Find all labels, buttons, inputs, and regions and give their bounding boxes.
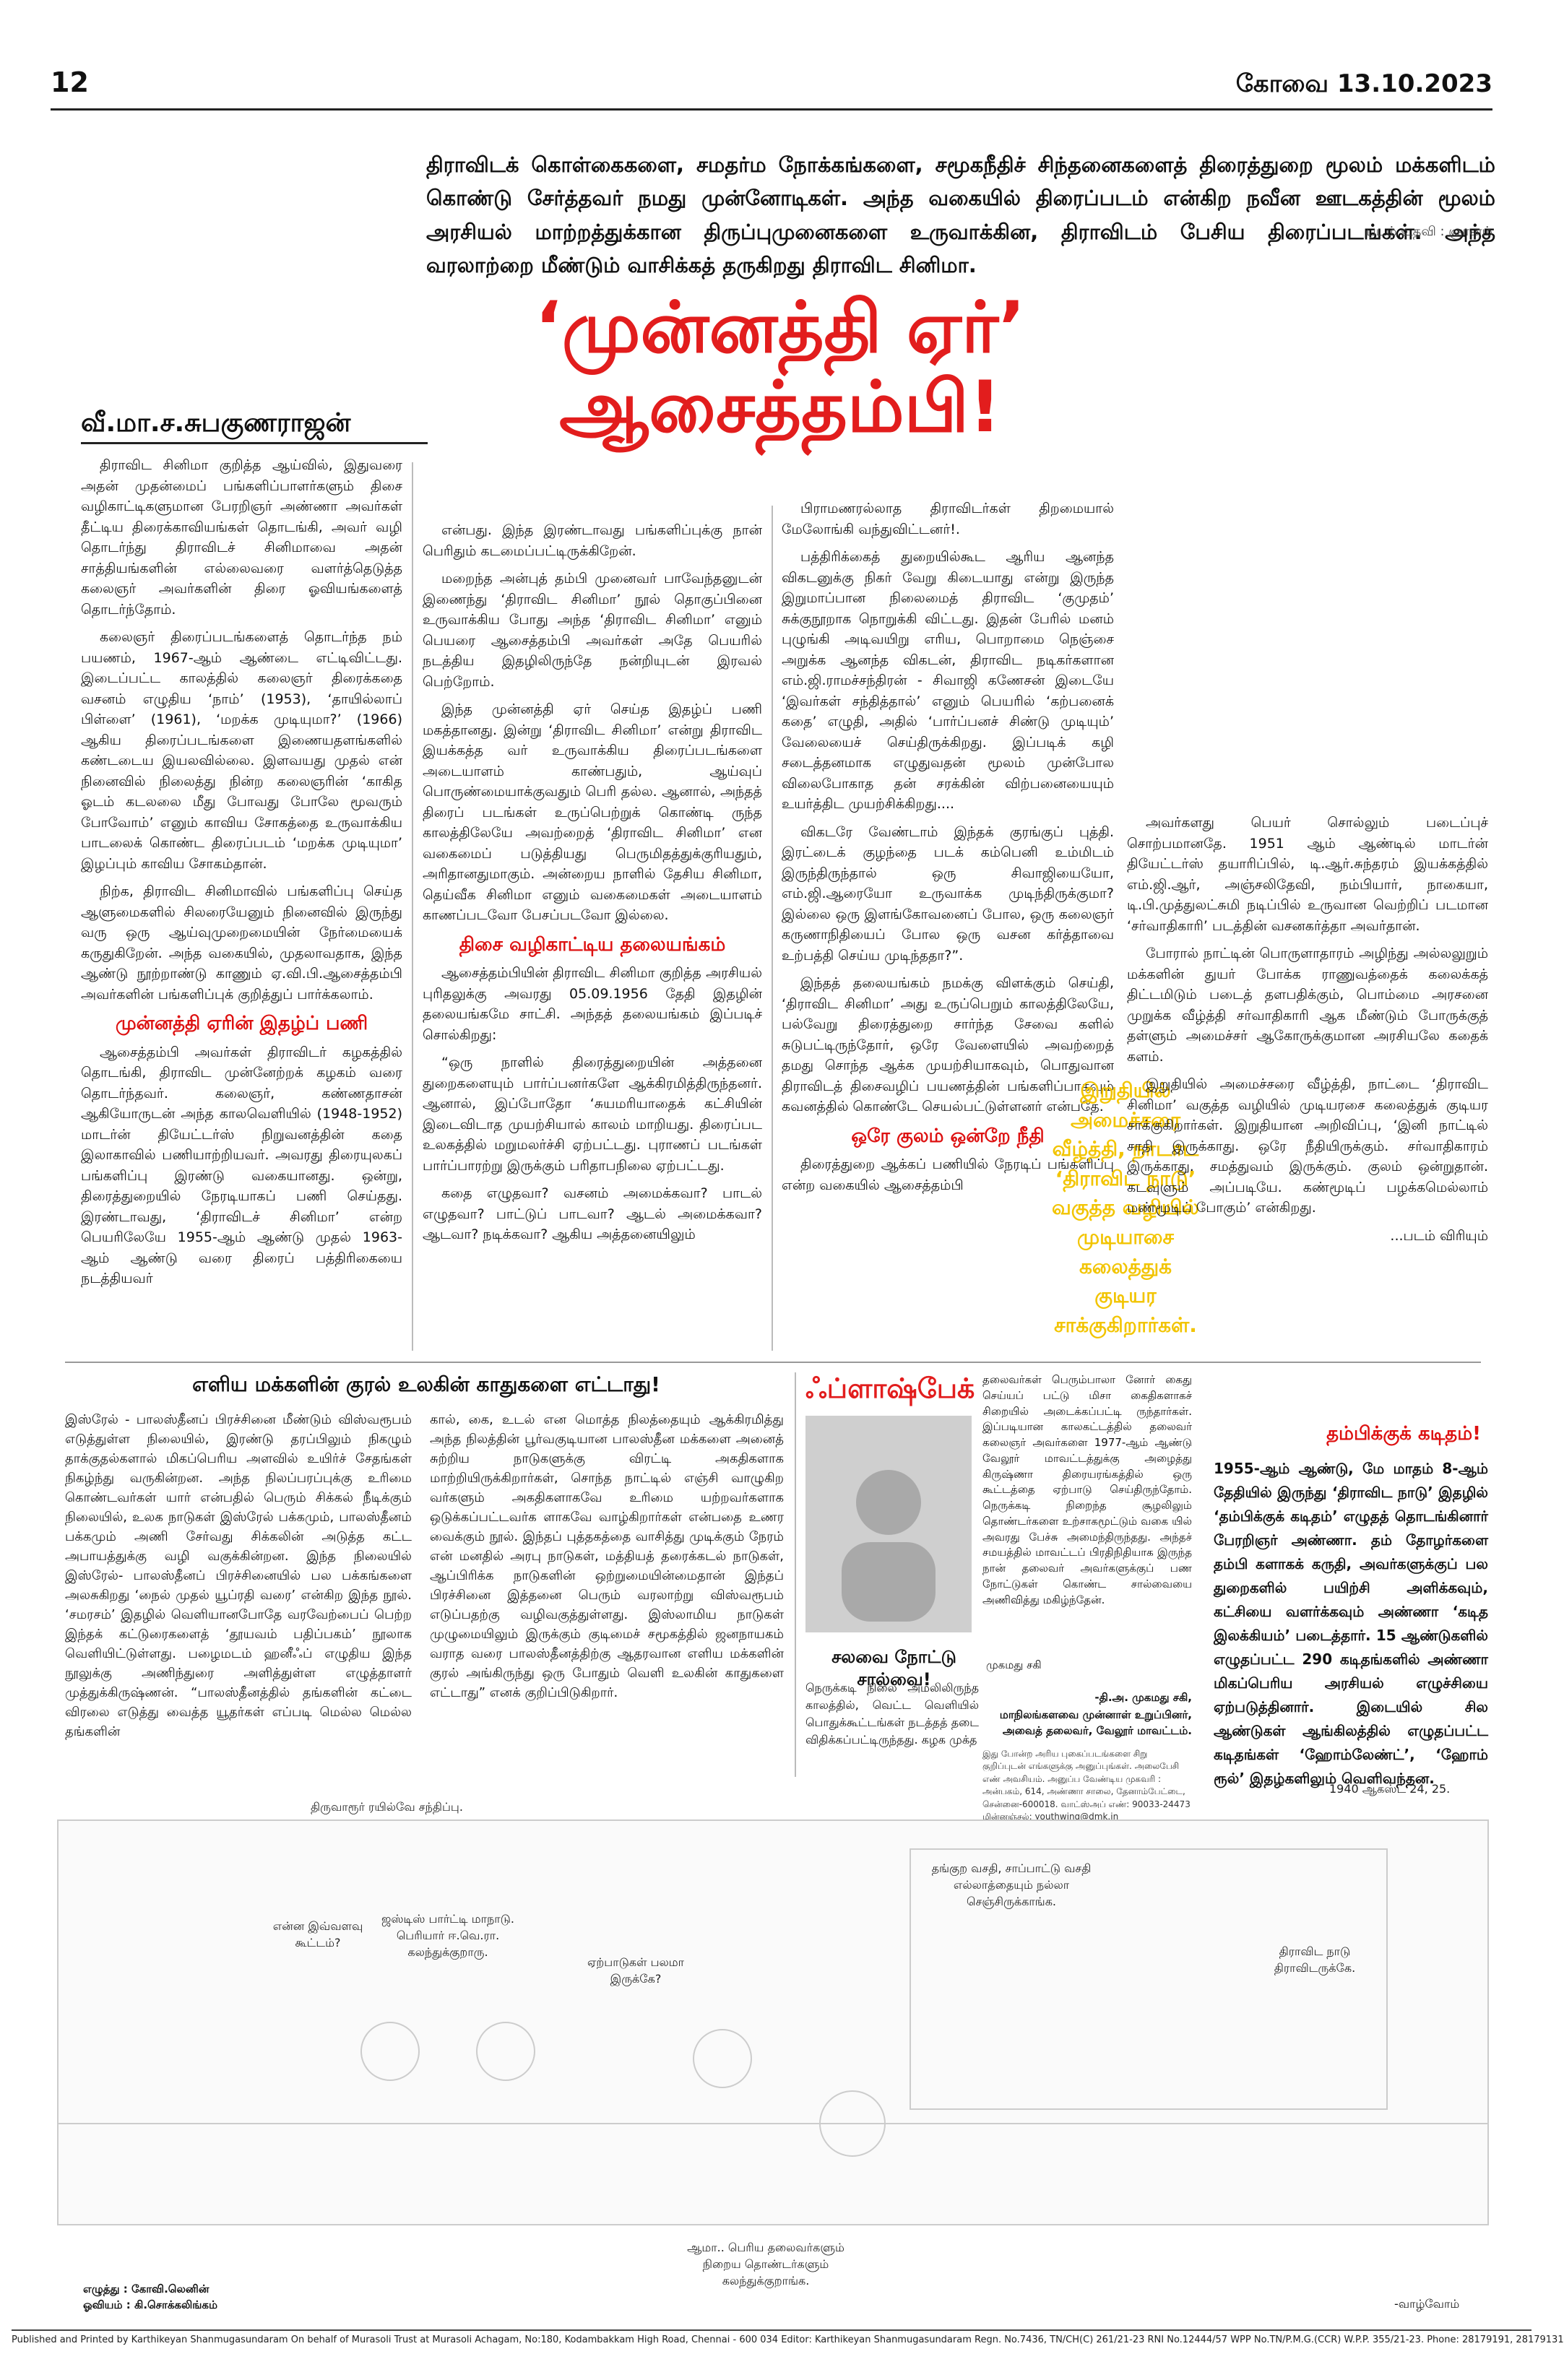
letter-title: தம்பிக்குக் கடிதம்!: [1326, 1423, 1481, 1445]
box-title: எளிய மக்களின் குரல் உலகின் காதுகளை எட்டா…: [192, 1372, 660, 1396]
paragraph: ஆசைத்தம்பி அவர்கள் திராவிடர் கழகத்தில் த…: [81, 1044, 402, 1287]
paragraph: விகடரே வேண்டாம் இந்தக் குரங்குப் புத்தி.…: [782, 823, 1114, 964]
photo-icon: [805, 1416, 972, 1632]
paragraph: பிராமணரல்லாத திராவிடர்கள் திறமையால் மேலோ…: [782, 501, 1114, 537]
letter-body: 1955-ஆம் ஆண்டு, மே மாதம் 8-ஆம் தேதியில் …: [1214, 1460, 1488, 1787]
subheading: முன்னத்தி ஏரின் இதழ்ப் பணி: [115, 1013, 368, 1034]
speech-bubble-6: ஆமா.. பெரிய தலைவர்களும் நிறைய தொண்டர்களு…: [687, 2241, 844, 2288]
pull-quote: இறுதியில் அமைச்சரை வீழ்த்தி, நாடாட ‘திரா…: [1051, 1078, 1200, 1337]
cartoon-illustration: [57, 1819, 1489, 2225]
byline-rule: [81, 442, 428, 444]
submission-note: இது போன்ற அரிய புகைப்படங்களை சிறு குறிப்…: [982, 1749, 1191, 1822]
section-rule: [65, 1362, 1481, 1363]
header-rule: [51, 108, 1492, 111]
paragraph: போரால் நாட்டின் பொருளாதாரம் அழிந்து அல்ல…: [1127, 945, 1488, 1065]
photo-caption: முகமது சகி: [986, 1658, 1042, 1671]
paragraph: நிற்க, திராவிட சினிமாவில் பங்களிப்பு செய…: [81, 883, 402, 1003]
photo-credit: படம் உதவி : ஞானம்: [1366, 224, 1492, 239]
intro-text: திராவிடக் கொள்கைகளை, சமதர்ம நோக்கங்களை, …: [426, 152, 1495, 278]
flashback-signature: -தி.அ. முகமது சகி,: [1094, 1691, 1192, 1704]
article-column-1: திராவிட சினிமா குறித்த ஆய்வில், இதுவரை அ…: [81, 455, 402, 1351]
article-column-2: என்பது. இந்த இரண்டாவது பங்களிப்புக்கு நா…: [423, 520, 762, 1351]
box-text-right: கால், கை, உடல் என மொத்த நிலத்தையும் ஆக்க…: [430, 1412, 784, 1700]
headline-line1: ‘முன்னத்தி ஏர்’: [535, 287, 1026, 369]
speech-bubble-1: என்ன இவ்வளவு கூட்டம்?: [272, 1919, 363, 1950]
article-column-4: அவர்களது பெயர் சொல்லும் படைப்புச் சொற்பம…: [1127, 813, 1488, 1347]
speech-bubble-2: ஜஸ்டிஸ் பார்ட்டி மாநாடு. பெரியார் ஈ.வெ.ர…: [381, 1912, 514, 1960]
paragraph: இந்த முன்னத்தி ஏர் செய்த இதழ்ப் பணி மகத்…: [423, 701, 762, 923]
byline: வீ.மா.ச.சுபகுணராஜன்: [81, 408, 351, 438]
letter-box: தம்பிக்குக் கடிதம்! 1955-ஆம் ஆண்டு, மே ம…: [1214, 1423, 1488, 1787]
paragraph: என்பது. இந்த இரண்டாவது பங்களிப்புக்கு நா…: [423, 522, 762, 559]
box-text-left: இஸ்ரேல் - பாலஸ்தீனப் பிரச்சினை மீண்டும் …: [65, 1412, 412, 1739]
speech-bubble-5: திராவிட நாடு திராவிடருக்கே.: [1274, 1944, 1356, 1976]
book-review-box: எளிய மக்களின் குரல் உலகின் காதுகளை எட்டா…: [65, 1372, 787, 1777]
headline: ‘முன்னத்தி ஏர்’ ஆசைத்தம்பி!: [506, 287, 1055, 449]
paragraph: இந்தத் தலையங்கம் நமக்கு விளக்கும் செய்தி…: [782, 975, 1114, 1115]
column-divider: [772, 506, 773, 1351]
paragraph: ஆசைத்தம்பியின் திராவிட சினிமா குறித்த அர…: [423, 965, 762, 1043]
flashback-subheading: சலவை நோட்டு சால்வை!: [831, 1647, 956, 1689]
continued-note: -வாழ்வோம்: [1394, 2297, 1460, 2311]
speech-bubble-3: ஏற்பாடுகள் பலமா இருக்கே?: [587, 1955, 685, 1986]
cartoon-station: திருவாரூர் ரயில்வே சந்திப்பு.: [311, 1800, 463, 1814]
cartoon-writer: எழுத்து : கோவி.லெனின்: [83, 2282, 209, 2295]
paragraph: பத்திரிக்கைத் துறையில்கூட ஆரிய ஆனந்த விக…: [782, 549, 1114, 812]
cartoon-artist: ஓவியம் : கி.சொக்கலிங்கம்: [83, 2298, 218, 2311]
subheading: திசை வழிகாட்டிய தலையங்கம்: [459, 933, 726, 956]
continued-note: ...படம் விரியும்: [1390, 1227, 1488, 1244]
cartoon-date: 1940 ஆகஸ்ட் 24, 25.: [1329, 1782, 1451, 1796]
paragraph: மறைந்த அன்புத் தம்பி முனைவர் பாவேந்தனுடன…: [423, 571, 762, 690]
flashback-body: நெருக்கடி நிலை அமலிலிருந்த காலத்தில், வெ…: [805, 1681, 979, 1747]
flashback-photo: [805, 1416, 972, 1632]
imprint-footer: Published and Printed by Karthikeyan Sha…: [12, 2334, 1564, 2345]
subheading: ஒரே குலம் ஒன்றே நீதி: [851, 1125, 1045, 1147]
paragraph: திரைத்துறை ஆக்கப் பணியில் நேரடிப் பங்களி…: [782, 1156, 1114, 1193]
issue-date: கோவை 13.10.2023: [1235, 69, 1492, 98]
speech-bubble-4: தங்குற வசதி, சாப்பாட்டு வசதி எல்லாத்தையு…: [931, 1861, 1092, 1909]
paragraph: கதை எழுதவா? வசனம் அமைக்கவா? பாடல் எழுதவா…: [423, 1185, 762, 1243]
article-column-3: பிராமணரல்லாத திராவிடர்கள் திறமையால் மேலோ…: [782, 498, 1114, 1351]
column-divider: [412, 462, 413, 1351]
flashback-box: ஃப்ளாஷ்பேக் தலைவர்கள் பெரும்பாலா னோர் கை…: [805, 1372, 1196, 1822]
paragraph: திராவிட சினிமா குறித்த ஆய்வில், இதுவரை அ…: [81, 457, 402, 618]
page-number: 12: [51, 66, 89, 98]
paragraph: “ஒரு நாளில் திரைத்துறையின் அத்தனை துறைகள…: [423, 1055, 762, 1174]
headline-line2: ஆசைத்தம்பி!: [559, 365, 1001, 449]
paragraph: அவர்களது பெயர் சொல்லும் படைப்புச் சொற்பம…: [1127, 815, 1488, 934]
paragraph: கலைஞர் திரைப்படங்களைத் தொடர்ந்த நம் பயணம…: [81, 629, 402, 872]
column-divider: [795, 1372, 796, 1777]
flashback-text: தலைவர்கள் பெரும்பாலா னோர் கைது செய்யப் ப…: [982, 1373, 1192, 1606]
paragraph: இறுதியில் அமைச்சரை வீழ்த்தி, நாட்டை ‘திர…: [1127, 1076, 1488, 1216]
flashback-title: ஃப்ளாஷ்பேக்: [805, 1372, 975, 1404]
footer-rule: [12, 2329, 1531, 2331]
flashback-signature-title: மாநிலங்களவை முன்னாள் உறுப்பினர், அவைத் த…: [999, 1708, 1192, 1737]
